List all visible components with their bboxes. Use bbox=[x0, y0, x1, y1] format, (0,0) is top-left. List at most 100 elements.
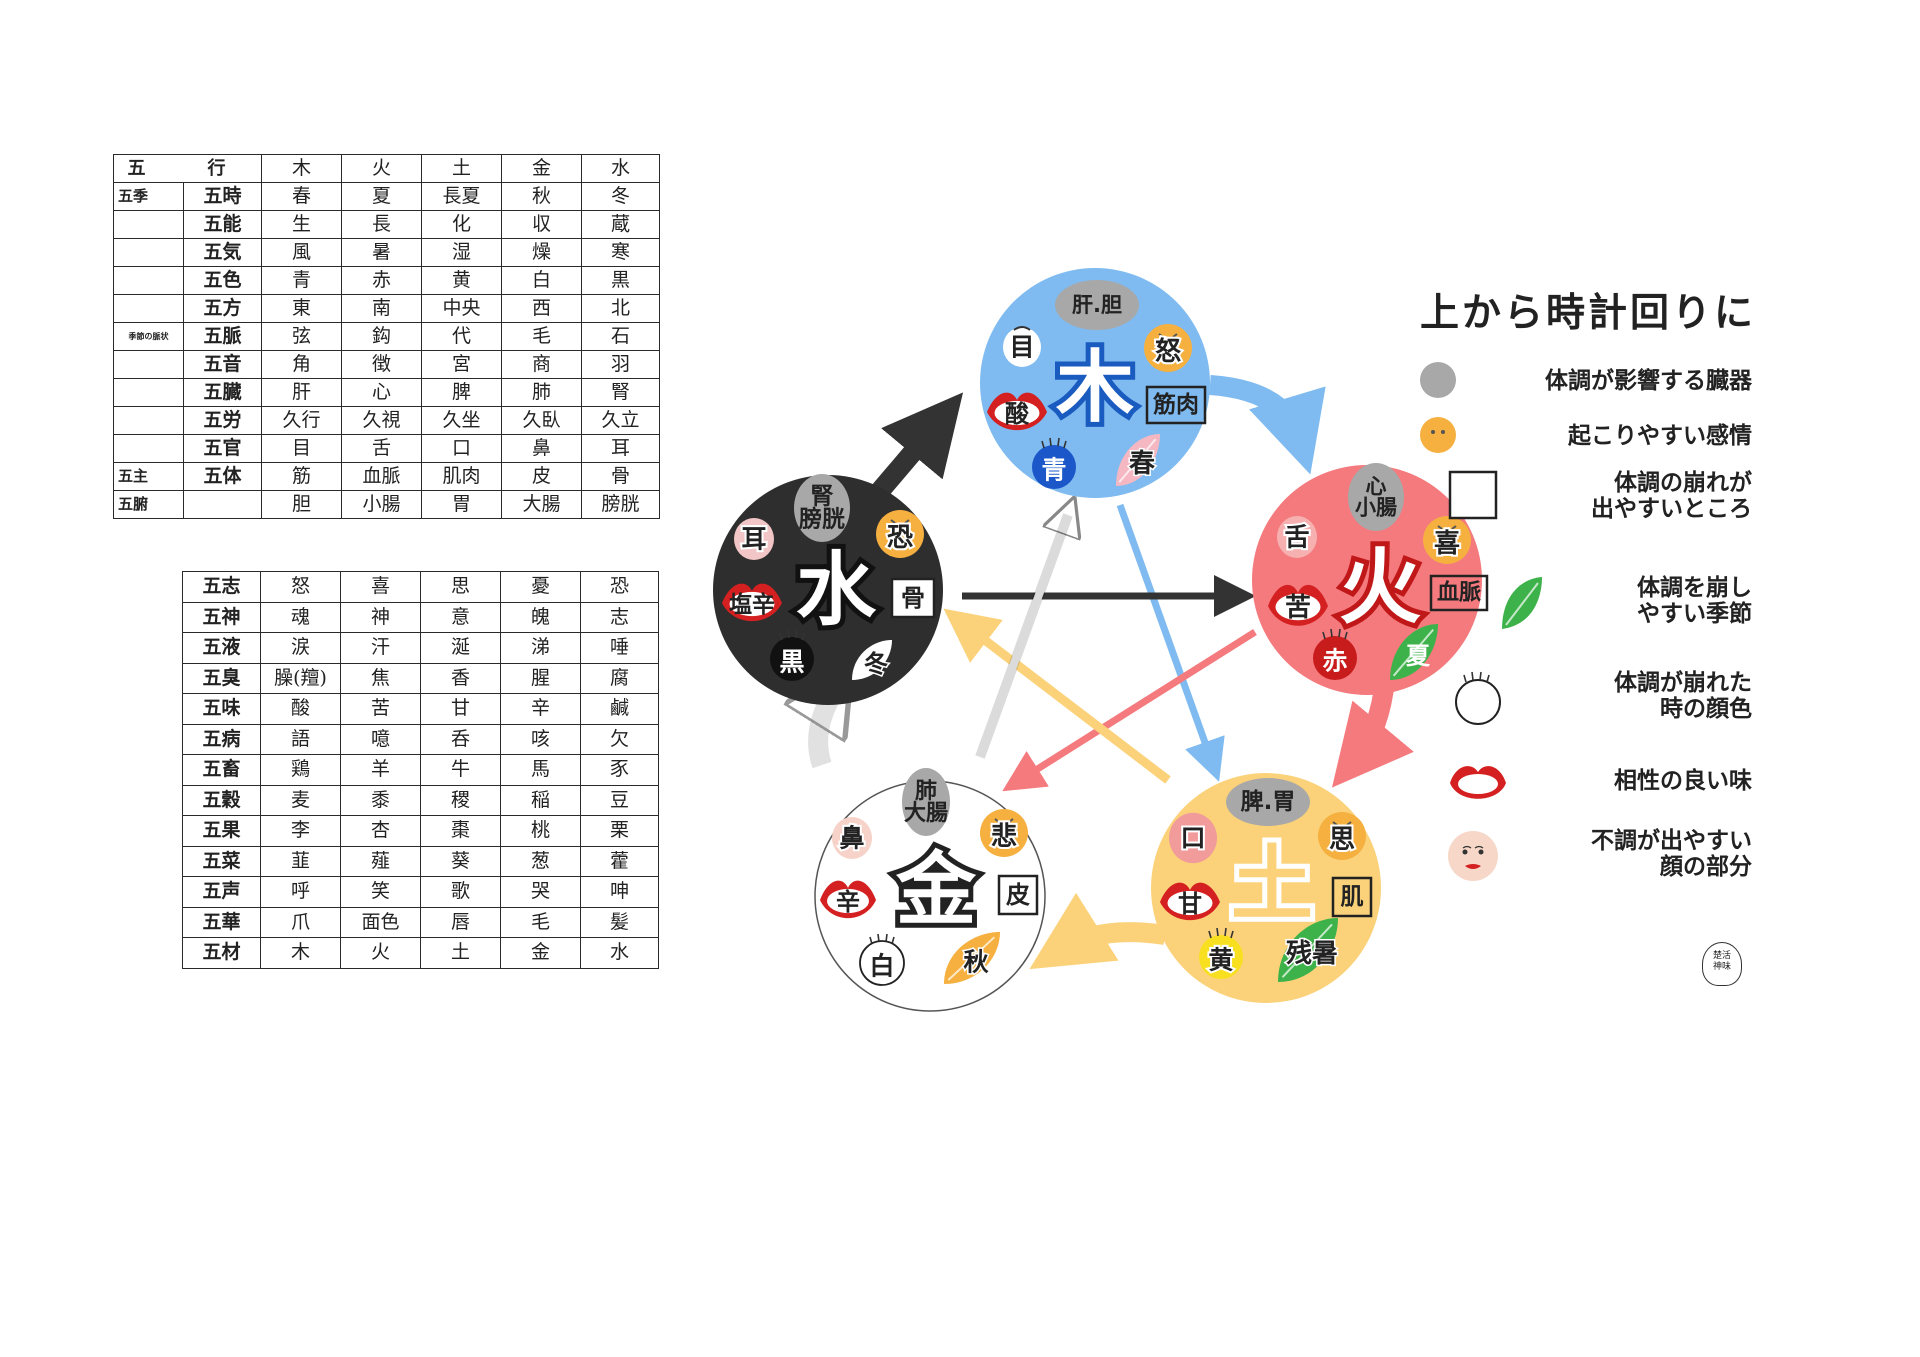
legend-title: 上から時計回りに bbox=[1420, 291, 1757, 336]
element-name: 水 bbox=[796, 544, 877, 637]
table-row: 五材木火土金水 bbox=[182, 937, 659, 969]
element-name: 火 bbox=[1339, 541, 1421, 636]
table-value-cell: 夏 bbox=[341, 182, 422, 211]
taste-label: 辛 bbox=[836, 888, 860, 916]
table-value-cell: 肺 bbox=[501, 378, 582, 407]
legend-item-label: 体調の崩れが 出やすいところ bbox=[1591, 470, 1752, 522]
table-value-cell: 蔵 bbox=[581, 210, 660, 239]
lips-inner-icon bbox=[1275, 593, 1321, 621]
face-color-icon bbox=[1313, 636, 1357, 680]
table-value-cell: 久行 bbox=[261, 406, 342, 435]
table-value-cell: 神 bbox=[340, 601, 421, 633]
sense-organ-icon bbox=[832, 817, 872, 859]
sense-organ-label: 口 bbox=[1180, 824, 1205, 853]
table-value-cell: 南 bbox=[341, 294, 422, 323]
emotion-brow-icon bbox=[994, 818, 1014, 823]
table-value-cell: 牛 bbox=[420, 754, 501, 786]
table-value-cell: 黍 bbox=[340, 784, 421, 816]
five-elements-table-bottom: 五志怒喜思憂恐五神魂神意魄志五液涙汗涎涕唾五臭臊(羶)焦香腥腐五味酸苦甘辛鹹五病… bbox=[182, 571, 659, 969]
face-outline-icon bbox=[1450, 670, 1506, 732]
table-category-cell: 五液 bbox=[182, 632, 261, 664]
table-group-cell bbox=[113, 434, 184, 463]
table-value-cell: 噫 bbox=[340, 723, 421, 755]
table-value-cell: 葱 bbox=[500, 845, 581, 877]
table-value-cell: 湿 bbox=[421, 238, 502, 267]
table-value-cell: 大腸 bbox=[501, 490, 582, 519]
table-value-cell: 秋 bbox=[501, 182, 582, 211]
face-color-icon bbox=[860, 941, 904, 985]
season-label: 春 bbox=[1129, 449, 1155, 479]
emotion-face-icon bbox=[1318, 812, 1366, 860]
face-hair-icon bbox=[1322, 628, 1348, 640]
leaf-vein-icon bbox=[854, 643, 889, 678]
signature-stamp: 楚活 神味 bbox=[1702, 942, 1742, 986]
table-value-cell: 水 bbox=[580, 937, 659, 969]
taste-label: 酸 bbox=[1005, 400, 1030, 428]
table-category-cell: 五味 bbox=[182, 693, 261, 725]
table-value-cell: 暑 bbox=[341, 238, 422, 267]
emotion-label: 悲 bbox=[991, 821, 1017, 852]
sense-organ-icon bbox=[1003, 327, 1041, 367]
element-name: 土 bbox=[1231, 838, 1313, 933]
table-category-cell: 五華 bbox=[182, 906, 261, 938]
arrow-wood-to-earth bbox=[1116, 503, 1225, 782]
face-outline-icon bbox=[859, 940, 905, 986]
legend-item: 体調の崩れが 出やすいところ bbox=[1400, 470, 1760, 540]
table-value-cell: 鈎 bbox=[341, 322, 422, 351]
table-row: 五季五時春夏長夏秋冬 bbox=[113, 182, 660, 211]
season-label: 冬 bbox=[864, 650, 888, 678]
face-color-icon bbox=[770, 637, 814, 681]
table-category-cell: 五体 bbox=[183, 462, 262, 491]
legend-item: 体調が崩れた 時の顔色 bbox=[1400, 670, 1760, 740]
square-box-icon bbox=[997, 874, 1039, 916]
square-box-icon bbox=[1448, 470, 1498, 526]
emotion-face-icon bbox=[1423, 516, 1471, 564]
table-header-label: 五 行 bbox=[113, 154, 262, 183]
table-value-cell: 志 bbox=[580, 601, 659, 633]
sense-organ-label: 舌 bbox=[1284, 523, 1309, 552]
face-hair-icon bbox=[1208, 927, 1234, 939]
legend-item-label: 不調が出やすい 顔の部分 bbox=[1591, 828, 1752, 880]
table-value-cell: 耳 bbox=[581, 434, 660, 463]
table-row: 五液涙汗涎涕唾 bbox=[182, 632, 659, 664]
taste-label: 苦 bbox=[1285, 593, 1311, 623]
table-value-cell: 羊 bbox=[340, 754, 421, 786]
table-value-cell: 鼻 bbox=[501, 434, 582, 463]
table-category-cell bbox=[183, 490, 262, 519]
table-value-cell: 豕 bbox=[580, 754, 659, 786]
table-value-cell: 木 bbox=[260, 937, 341, 969]
table-value-cell: 毛 bbox=[500, 906, 581, 938]
face-hair-icon bbox=[1041, 437, 1067, 449]
legend-item: 不調が出やすい 顔の部分 bbox=[1400, 828, 1760, 898]
table-value-cell: 口 bbox=[421, 434, 502, 463]
taste-label: 甘 bbox=[1178, 890, 1202, 918]
body-part-label: 血脈 bbox=[1437, 580, 1481, 606]
legend-item-label: 起こりやすい感情 bbox=[1568, 423, 1752, 449]
leaf-vein-icon bbox=[1281, 923, 1333, 978]
sense-organ-icon bbox=[734, 518, 774, 560]
organ-label: 腎膀胱 bbox=[799, 484, 845, 533]
leaf-vein-icon bbox=[1118, 438, 1157, 483]
table-value-cell: 羽 bbox=[581, 350, 660, 379]
table-row: 五能生長化収蔵 bbox=[113, 210, 660, 239]
table-row: 五官目舌口鼻耳 bbox=[113, 434, 660, 463]
organ-label: 肺大腸 bbox=[904, 779, 948, 826]
emotion-brow-icon bbox=[1332, 821, 1352, 826]
body-part-label: 骨 bbox=[901, 584, 925, 612]
controlling-arrows bbox=[943, 503, 1257, 792]
arrow-wood-to-fire bbox=[1209, 375, 1326, 475]
table-row: 五穀麦黍稷稲豆 bbox=[182, 784, 659, 816]
table-value-cell: 東 bbox=[261, 294, 342, 323]
table-value-cell: 骨 bbox=[581, 462, 660, 491]
sense-organ-icon bbox=[1169, 812, 1217, 864]
table-row: 五主五体筋血脈肌肉皮骨 bbox=[113, 462, 660, 491]
table-group-cell: 季節の脈状 bbox=[113, 322, 184, 351]
table-value-cell: 寒 bbox=[581, 238, 660, 267]
table-value-cell: 宮 bbox=[421, 350, 502, 379]
table-category-cell: 五材 bbox=[182, 937, 261, 969]
table-value-cell: 汗 bbox=[340, 632, 421, 664]
legend: 上から時計回りに 体調が影響する臓器起こりやすい感情体調の崩れが 出やすいところ… bbox=[1400, 270, 1760, 1030]
table-category-cell: 五病 bbox=[182, 723, 261, 755]
table-value-cell: 怒 bbox=[260, 571, 341, 603]
table-row: 五腑胆小腸胃大腸膀胱 bbox=[113, 490, 660, 519]
